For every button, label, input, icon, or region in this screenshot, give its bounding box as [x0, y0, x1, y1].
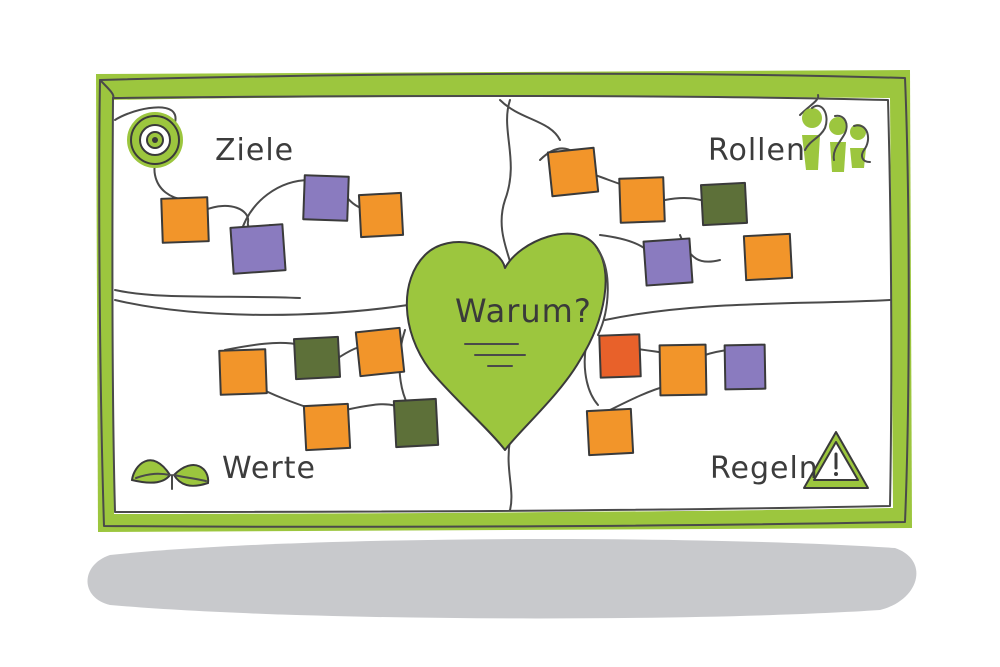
sticky-note	[546, 146, 600, 198]
notes-werte	[218, 326, 440, 452]
sticky-note	[585, 407, 635, 457]
notes-regeln	[585, 333, 767, 457]
target-icon	[127, 112, 183, 168]
people-icon	[802, 104, 871, 172]
notes-ziele	[160, 174, 405, 275]
sticky-note	[392, 397, 440, 449]
notes-rollen	[546, 146, 794, 287]
sticky-note	[229, 223, 287, 275]
quadrant-label-regeln: Regeln	[710, 451, 819, 486]
leaf-icon	[130, 459, 210, 490]
heart-icon	[405, 232, 609, 451]
quadrant-label-rollen: Rollen	[708, 133, 806, 168]
sticky-note	[723, 343, 767, 391]
sticky-note	[354, 326, 406, 378]
quadrant-label-ziele: Ziele	[215, 133, 294, 168]
sticky-note	[218, 348, 268, 396]
heart-label: Warum?	[455, 292, 592, 330]
sticky-note	[742, 232, 794, 282]
sticky-note	[642, 237, 694, 287]
sticky-note	[302, 174, 350, 222]
board-shadow	[87, 538, 917, 619]
quadrant-dividers	[114, 99, 891, 511]
sticky-note	[699, 181, 749, 227]
sticky-note	[302, 402, 352, 452]
sticky-note	[598, 333, 642, 379]
quadrant-label-werte: Werte	[222, 451, 316, 486]
sticky-note	[357, 191, 405, 239]
sticky-note	[658, 343, 708, 397]
sticky-note	[618, 176, 666, 224]
sticky-note	[160, 196, 210, 244]
warning-icon	[803, 431, 869, 489]
sticky-note	[292, 335, 342, 381]
